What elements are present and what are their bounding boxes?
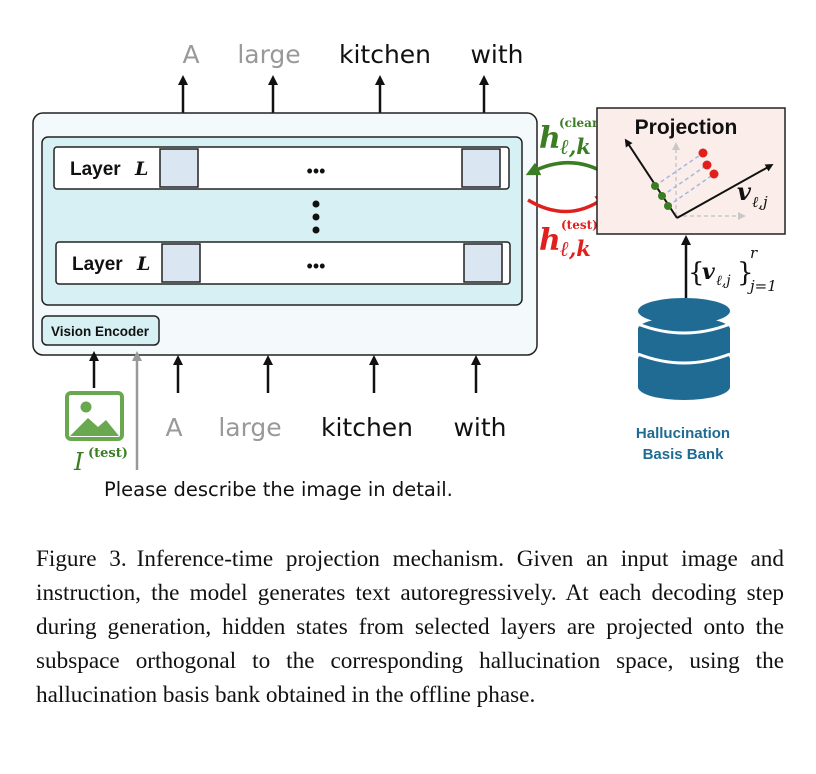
layer-bottom-dots: •••	[307, 256, 326, 276]
svg-text:(test): (test)	[561, 218, 598, 232]
vision-encoder: Vision Encoder	[41, 315, 160, 346]
svg-text:h: h	[539, 121, 561, 156]
output-token-0: A	[182, 40, 199, 69]
vector-axis	[676, 164, 774, 219]
input-token-2: kitchen	[321, 413, 413, 442]
input-token-0: A	[165, 413, 182, 442]
caption-text: Inference-time projection mechanism. Giv…	[36, 546, 784, 708]
layer-bottom-cell-left	[161, 243, 201, 283]
svg-text:ℓ,k: ℓ,k	[560, 134, 591, 159]
layer-top-label: Layer	[70, 159, 121, 180]
vertical-dots	[312, 200, 320, 234]
instruction-text: Please describe the image in detail.	[104, 478, 453, 501]
svg-text:Hallucination: Hallucination	[636, 425, 730, 442]
vision-encoder-label: Vision Encoder	[51, 324, 150, 339]
basis-set-label: { v ℓ,j } r j=1	[688, 244, 777, 295]
layer-bottom-cell-right	[463, 243, 503, 283]
figure-caption: Figure 3.Inference-time projection mecha…	[36, 542, 784, 712]
image-input-label: I (test)	[73, 446, 128, 476]
input-arrows	[89, 351, 481, 393]
svg-text:I: I	[73, 448, 84, 476]
layer-top-cell-left	[159, 148, 199, 188]
svg-text:Basis Bank: Basis Bank	[643, 446, 725, 463]
svg-text:r: r	[750, 244, 758, 262]
layer-top-cell-right	[461, 148, 501, 188]
bank-label: Hallucination Basis Bank	[636, 425, 730, 463]
output-token-3: with	[470, 40, 523, 69]
svg-text:(clean): (clean)	[559, 116, 606, 130]
svg-text:v: v	[702, 259, 715, 285]
output-token-1: large	[237, 40, 300, 69]
layer-bottom: Layer L •••	[55, 241, 511, 285]
layer-bottom-label: Layer	[72, 254, 123, 275]
svg-text:}: }	[737, 258, 754, 288]
hidden-clean-label: h (clean) ℓ,k	[539, 116, 606, 159]
svg-text:(test): (test)	[88, 446, 128, 461]
caption-lead: Figure 3.	[36, 546, 127, 572]
svg-text:h: h	[539, 223, 561, 258]
input-token-3: with	[453, 413, 506, 442]
output-token-2: kitchen	[339, 40, 431, 69]
projection-title: Projection	[635, 116, 738, 139]
database-icon	[637, 298, 731, 400]
projection-vector-label: v	[737, 177, 752, 206]
layer-top-dots: •••	[307, 161, 326, 181]
svg-text:j=1: j=1	[747, 277, 777, 295]
svg-text:ℓ,k: ℓ,k	[560, 236, 591, 261]
input-token-1: large	[218, 413, 281, 442]
hidden-test-label: h (test) ℓ,k	[539, 218, 598, 261]
layer-top-symbol: L	[134, 158, 148, 180]
image-icon	[65, 391, 124, 441]
projection-box: Projection v ℓ,j	[596, 107, 786, 235]
output-tokens: A large kitchen with	[182, 40, 523, 69]
svg-text:{: {	[688, 258, 705, 288]
svg-text:ℓ,j: ℓ,j	[716, 273, 731, 289]
svg-text:ℓ,j: ℓ,j	[752, 193, 768, 211]
input-tokens: A large kitchen with	[165, 413, 506, 442]
layer-bottom-symbol: L	[136, 253, 150, 275]
diagram: A large kitchen with Layer L ••• Layer L…	[32, 40, 786, 501]
test-arrow	[527, 193, 610, 214]
layer-top: Layer L •••	[53, 146, 510, 190]
output-arrows	[178, 75, 489, 113]
